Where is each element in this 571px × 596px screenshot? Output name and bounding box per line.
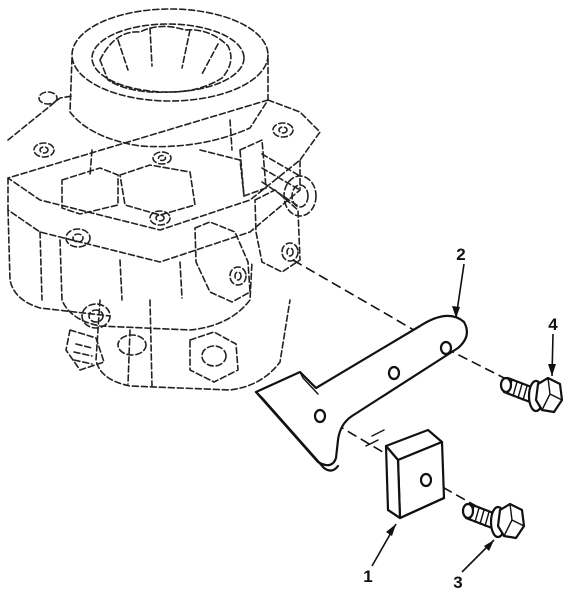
bracket-hole-upper	[441, 342, 451, 354]
bracket-hole-middle	[389, 367, 399, 379]
callout-label-bracket: 2	[456, 245, 465, 264]
callout-label-bolt-upper: 4	[548, 315, 558, 334]
callout-leaders	[372, 264, 556, 572]
bracket-hole-lower	[315, 410, 325, 422]
clip-part	[386, 430, 444, 518]
carburetor-phantom-outline	[8, 9, 320, 390]
clip-hole	[421, 474, 431, 486]
bolt-upper-part	[501, 378, 562, 412]
callout-label-clip: 1	[363, 567, 372, 586]
bolt-lower-part	[463, 504, 524, 538]
callout-label-bolt-lower: 3	[453, 573, 462, 592]
